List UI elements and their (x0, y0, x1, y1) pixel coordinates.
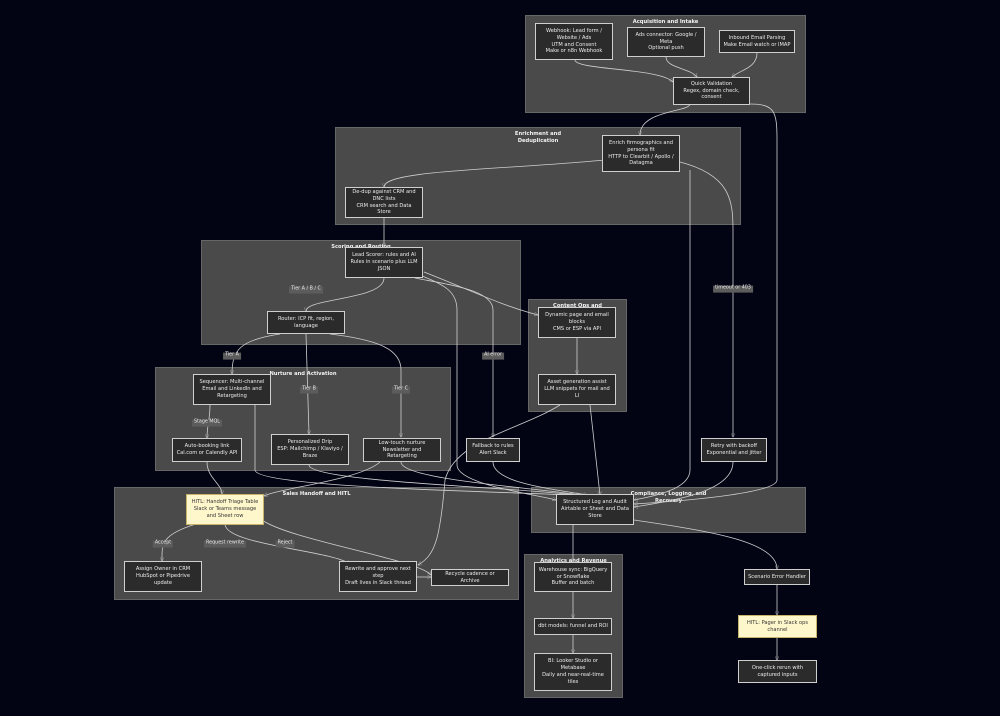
edge-scorer-audit (421, 275, 556, 500)
edge-label-tier-abc: Tier A / B / C (289, 286, 323, 294)
edge-scorer-dynamic (423, 271, 538, 315)
node-rewrite[interactable]: Rewrite and approve next step Draft live… (339, 561, 417, 592)
cluster-title-compliance: Compliance, Logging, and Recovery (630, 491, 707, 504)
edge-ads-validation (665, 56, 697, 77)
edge-drip-audit (308, 464, 574, 495)
node-personalized-drip[interactable]: Personalized Drip ESP: Mailchimp / Klavi… (271, 434, 349, 465)
edge-asset-audit (589, 404, 600, 495)
node-retry[interactable]: Retry with backoff Exponential and jitte… (701, 438, 767, 462)
edge-hitl-recycle (261, 519, 431, 575)
edge-webhook-validation (574, 59, 673, 82)
edge-router-sequencer (232, 333, 281, 374)
node-hitl-triage[interactable]: HITL: Handoff Triage Table Slack or Team… (186, 494, 264, 525)
node-inbound-email[interactable]: Inbound Email Parsing Make Email watch o… (719, 30, 795, 53)
edge-label-ai-error: AI error (482, 352, 504, 360)
edge-lowtouch-hitl (264, 461, 381, 497)
edge-enrich-retry (679, 161, 733, 437)
edge-label-timeout: timeout or 403 (713, 285, 753, 293)
node-dedup[interactable]: De-dup against CRM and DNC lists CRM sea… (345, 187, 423, 218)
node-hitl-pager[interactable]: HITL: Pager in Slack ops channel (738, 615, 817, 638)
node-fallback[interactable]: Fallback to rules Alert Slack (466, 438, 520, 462)
cluster-title-nurture: Nurture and Activation (269, 371, 337, 377)
edge-enrich-dedup (384, 159, 606, 187)
edge-label-tier-a: Tier A (223, 352, 241, 360)
edge-label-tier-b: Tier B (300, 386, 318, 394)
edge-scorer-router (306, 277, 385, 311)
node-recycle[interactable]: Recycle cadence or Archive (431, 569, 509, 586)
edge-validation-enrich (640, 103, 691, 135)
edge-retry-audit (634, 461, 734, 507)
edge-email-validation (732, 52, 758, 77)
node-enrich[interactable]: Enrich firmographics and persona fit HTT… (602, 135, 680, 172)
edge-validation-audit (634, 103, 778, 504)
node-lead-scorer[interactable]: Lead Scorer: rules and AI Rules in scena… (345, 247, 423, 278)
edge-fallback-audit (492, 461, 587, 495)
edge-lowtouch-audit (400, 461, 580, 495)
cluster-title-acquisition: Acquisition and Intake (632, 19, 699, 25)
node-assign-owner[interactable]: Assign Owner in CRM HubSpot or Pipedrive… (124, 561, 202, 592)
node-dynamic-page[interactable]: Dynamic page and email blocks CMS or ESP… (538, 307, 616, 338)
node-low-touch[interactable]: Low-touch nurture Newsletter and Retarge… (363, 438, 441, 462)
edge-scorer-fallback (414, 277, 493, 437)
edge-asset-rewrite (418, 404, 561, 565)
node-dbt[interactable]: dbt models: funnel and ROI (534, 618, 612, 635)
node-webhook[interactable]: Webhook: Lead form / Website / Ads UTM a… (535, 23, 613, 60)
edge-label-accept: Accept (152, 540, 174, 548)
cluster-title-content: Content Ops and (553, 303, 602, 309)
node-warehouse[interactable]: Warehouse sync: BigQuery or Snowflake Bu… (534, 562, 612, 592)
edge-router-drip (305, 333, 309, 434)
edge-label-tier-c: Tier C (392, 386, 410, 394)
edge-sequencer-audit (254, 405, 569, 495)
cluster-title-enrichment: Enrichment and Deduplication (514, 131, 562, 144)
node-auto-booking[interactable]: Auto-booking link Cal.com or Calendly AP… (172, 438, 242, 462)
edge-label-stage-mql: Stage MQL (192, 419, 222, 427)
edge-label-request-rewrite: Request rewrite (204, 540, 246, 548)
node-quick-validation[interactable]: Quick Validation Regex, domain check, co… (673, 77, 750, 105)
cluster-title-handoff: Sales Handoff and HITL (282, 491, 351, 497)
edge-audit-error (633, 519, 777, 569)
edge-booking-hitl (206, 461, 222, 494)
node-ads-connector[interactable]: Ads connector: Google / Meta Optional pu… (627, 27, 705, 57)
node-error-handler[interactable]: Scenario Error Handler (744, 569, 810, 585)
node-sequencer[interactable]: Sequencer: Multi-channel Email and Linke… (193, 374, 271, 405)
node-audit-log[interactable]: Structured Log and Audit Airtable or She… (556, 494, 634, 525)
edge-label-reject: Reject (275, 540, 295, 548)
node-router[interactable]: Router: ICP fit, region, language (267, 311, 345, 334)
edge-router-lowtouch (329, 333, 401, 437)
node-rerun[interactable]: One-click rerun with captured inputs (738, 660, 817, 683)
edge-enrich-audit (634, 170, 691, 500)
node-asset-gen[interactable]: Asset generation assist LLM snippets for… (538, 374, 616, 405)
node-bi[interactable]: BI: Looker Studio or Metabase Daily and … (534, 653, 612, 691)
